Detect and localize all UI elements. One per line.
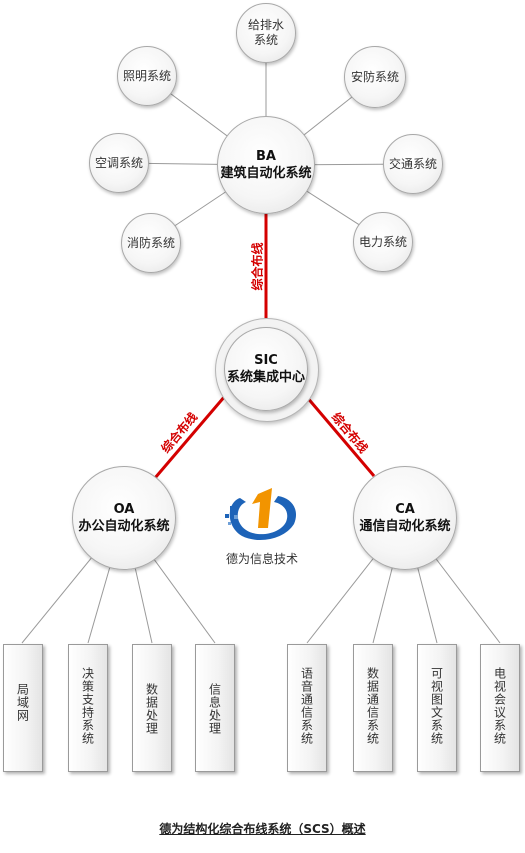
ca-box-data: 数据通信系统: [353, 644, 393, 772]
oa-box-lan: 局域网: [3, 644, 43, 772]
node-fire: 消防系统: [121, 213, 181, 273]
cable-sic-ca: [304, 395, 376, 477]
cable-sic-oa: [153, 395, 227, 479]
diagram-caption: 德为结构化综合布线系统（SCS）概述: [159, 822, 366, 836]
ca-box-voice: 语音通信系统: [287, 644, 327, 772]
ca-box-videoconf: 电视会议系统: [480, 644, 520, 772]
company-logo-icon: [225, 488, 297, 540]
node-traffic: 交通系统: [383, 134, 443, 194]
node-security: 安防系统: [344, 46, 406, 108]
company-name: 德为信息技术: [226, 552, 299, 566]
node-air-conditioning: 空调系统: [89, 133, 149, 193]
oa-box-decision-support: 决策支持系统: [68, 644, 108, 772]
oa-box-info-processing: 信息处理: [195, 644, 235, 772]
node-lighting: 照明系统: [117, 46, 177, 106]
ca-box-videotex: 可视图文系统: [417, 644, 457, 772]
cable-label-ba-sic: 综合布线: [250, 242, 265, 291]
node-power: 电力系统: [353, 212, 413, 272]
node-water-supply: 给排水系统: [236, 3, 296, 63]
oa-box-data-processing: 数据处理: [132, 644, 172, 772]
